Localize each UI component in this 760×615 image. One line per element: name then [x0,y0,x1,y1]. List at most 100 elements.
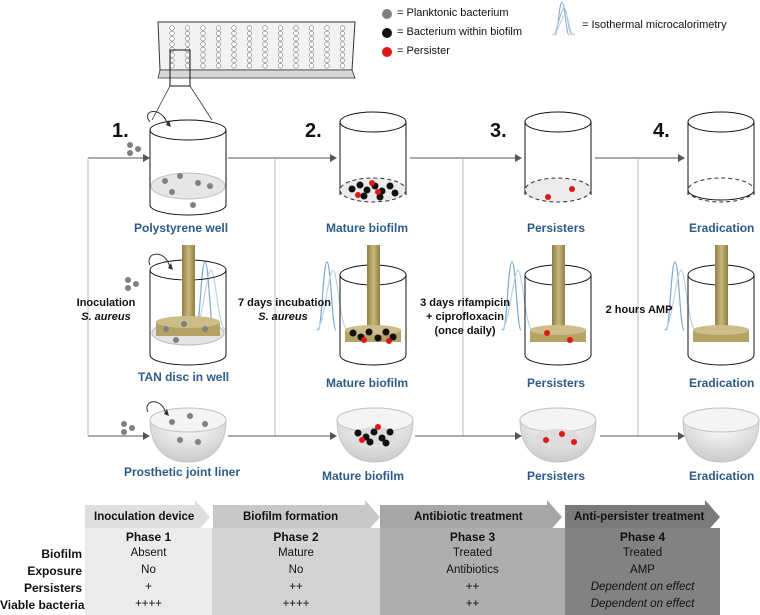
plate-well [184,63,191,69]
biofilm-legend-icon [382,28,392,38]
label-eradication-1: Eradication [689,221,755,235]
plate-well [262,57,268,63]
plate-well [293,47,299,53]
plate-well [262,30,268,36]
label-persisters-2: Persisters [527,376,586,390]
plate-well [262,52,268,58]
plate-well [293,30,299,36]
plate-well [200,63,206,69]
phase-header-2: Phase 2 [273,530,319,544]
phase-header-3: Phase 3 [449,530,496,544]
plate-well [184,25,191,31]
plate-well [293,63,299,69]
tan-disc-well-1 [125,245,227,366]
plate-well [200,57,206,63]
joint-liner-1 [121,401,227,463]
plate-well [293,57,299,63]
step-incubation-line1: 7 days incubation [238,297,331,309]
cell-persisters-2: ++ [289,581,303,593]
plate-well [215,41,222,47]
cell-exposure-4: AMP [630,564,655,576]
plate-well [293,36,299,42]
plate-well [339,30,346,36]
plate-well [200,36,206,42]
cell-viable-4: Dependent on effect [590,598,695,610]
plate-well [184,36,191,42]
plate-well [200,52,206,58]
plate-well [246,30,253,36]
plate-well [262,41,268,47]
cell-biofilm-4: Treated [622,547,663,559]
plate-well [215,63,222,69]
legend-calorimetry: = Isothermal microcalorimetry [582,19,727,31]
plate-well [215,36,222,42]
label-persisters-1: Persisters [527,221,586,235]
plate-well [184,41,191,47]
plate-well [231,30,237,36]
plate-well [200,30,206,36]
label-mature-biofilm-2: Mature biofilm [326,376,409,390]
polystyrene-well-1 [127,111,227,216]
plate-well [215,52,222,58]
plate-well [324,52,330,58]
label-tan-disc: TAN disc in well [138,370,230,384]
label-mature-biofilm-3: Mature biofilm [322,469,405,483]
eradicated-well-4 [687,111,755,203]
label-eradication-2: Eradication [689,376,755,390]
joint-liner-2 [336,407,414,463]
joint-liner-4 [682,407,760,463]
plate-well [324,25,330,31]
phase-number-3: 3. [490,120,507,142]
plate-well [339,41,346,47]
plate-well [277,63,284,69]
arrow-biofilm-formation: Biofilm formation [243,511,339,523]
cell-viable-3: ++ [465,598,480,610]
row-label-biofilm: Biofilm [41,547,82,561]
plate-well [246,63,253,69]
plate-well [262,47,268,53]
plate-well [184,57,191,63]
plate-well [324,63,330,69]
plate-well [169,41,175,47]
label-prosthetic-liner: Prosthetic joint liner [124,465,241,479]
plate-well [277,25,284,31]
plate-well [339,57,346,63]
step-incubation-organism: S. aureus [258,311,308,323]
row-label-viable-bacteria: Viable bacteria [0,598,85,612]
plate-well [277,52,284,58]
plate-well [308,47,315,53]
plate-well [308,36,315,42]
persister-legend-icon [382,47,392,57]
microplate-icon [151,21,356,121]
plate-well [277,47,284,53]
plate-well [324,47,330,53]
tan-disc-well-3 [500,245,592,366]
plate-well [308,63,315,69]
row-label-persisters: Persisters [23,581,82,595]
plate-well [169,36,175,42]
plate-well [308,57,315,63]
step-inoculation: Inoculation S. aureus [76,296,136,324]
plate-well [277,36,284,42]
cell-viable-2: ++++ [282,598,310,610]
step-amp-line1: 2 hours AMP [605,304,673,316]
plate-well [339,25,346,31]
joint-liner-3 [519,407,597,463]
step-incubation: 7 days incubation S. aureus [238,296,331,324]
plate-well [308,25,315,31]
plate-well [246,25,253,31]
plate-well [184,52,191,58]
calorimetry-legend-icon [551,1,576,36]
plate-well [293,52,299,58]
legend-persister: = Persister [397,45,450,57]
plate-well [246,41,253,47]
step-inoculation-line1: Inoculation [76,297,136,309]
plate-well [308,41,315,47]
phase-header-4: Phase 4 [619,530,666,544]
plate-well [293,25,299,31]
cell-exposure-3: Antibiotics [446,564,499,576]
tan-disc-well-4 [663,245,755,366]
plate-well [262,36,268,42]
plate-well [215,57,222,63]
